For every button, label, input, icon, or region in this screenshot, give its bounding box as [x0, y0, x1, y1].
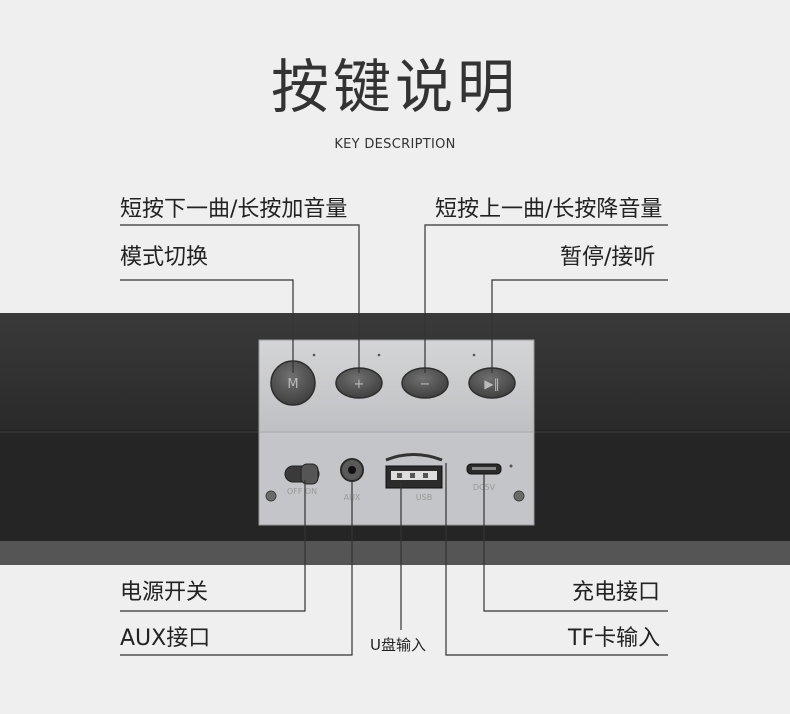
play-pause-button[interactable]: ▶‖	[468, 367, 516, 399]
callout-tf-line	[445, 463, 668, 656]
off-on-print: OFF ON	[287, 487, 317, 496]
usb-port[interactable]	[385, 465, 443, 489]
label-aux-port: AUX接口	[120, 626, 211, 651]
tf-card-slot[interactable]	[385, 453, 443, 462]
power-switch[interactable]	[284, 463, 320, 485]
aux-jack[interactable]	[340, 458, 364, 482]
callout-mode-line	[120, 279, 294, 373]
screw-right-icon	[513, 490, 525, 502]
callout-charge-line	[483, 474, 668, 612]
label-pause-answer: 暂停/接听	[560, 245, 656, 270]
label-u-disk-input: U盘输入	[370, 636, 426, 654]
micro-usb-port[interactable]	[466, 463, 502, 475]
label-short-prev: 短按上一曲/长按降音量	[435, 197, 663, 222]
label-short-next: 短按下一曲/长按加音量	[120, 197, 348, 222]
callout-power-line	[120, 480, 306, 612]
label-power-switch: 电源开关	[120, 580, 209, 605]
screw-left-icon	[265, 490, 277, 502]
usb-print: USB	[416, 493, 432, 502]
label-charging-port: 充电接口	[572, 580, 661, 605]
mode-button[interactable]: M	[270, 360, 316, 406]
callout-aux-line	[120, 482, 353, 656]
label-mode-switch: 模式切换	[120, 245, 209, 270]
callout-prev-line	[424, 224, 668, 373]
svg-text:M: M	[287, 377, 298, 392]
svg-text:▶‖: ▶‖	[484, 377, 499, 391]
callout-pause-line	[491, 279, 668, 373]
callout-next-line	[120, 224, 360, 373]
soundbar-bottom-edge	[0, 541, 790, 565]
svg-text:−: −	[420, 377, 431, 392]
label-tf-input: TF卡输入	[568, 626, 661, 651]
page-subtitle: KEY DESCRIPTION	[334, 137, 456, 152]
svg-text:+: +	[354, 377, 365, 392]
page-title: 按键说明	[270, 53, 519, 121]
